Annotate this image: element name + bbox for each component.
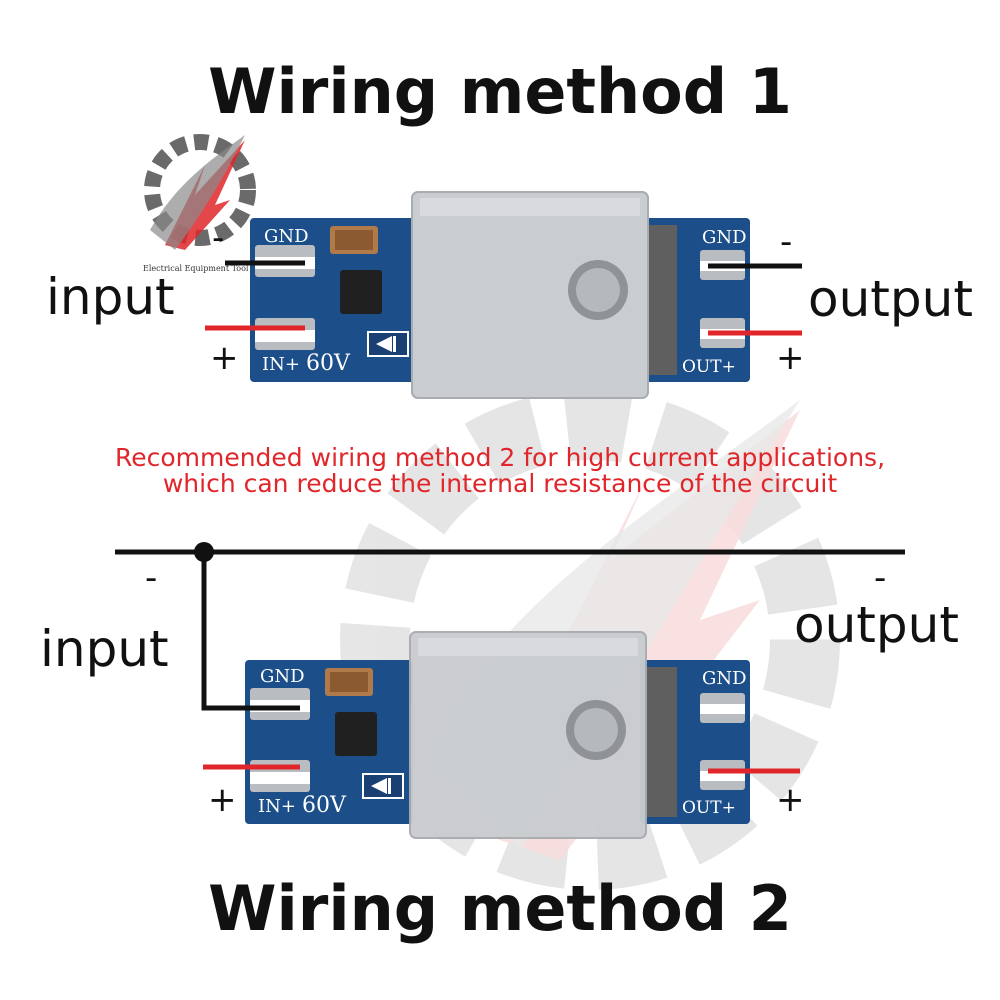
minus-left-2: - <box>145 558 158 598</box>
heatsink <box>411 191 649 399</box>
brand-logo-icon <box>144 134 256 250</box>
plus-left-2: + <box>208 780 237 820</box>
plus-left-1: + <box>210 338 239 378</box>
minus-right-2: - <box>874 558 887 598</box>
minus-right-1: - <box>780 222 793 262</box>
in-plus-label: IN+ <box>258 796 296 817</box>
plus-right-2: + <box>776 780 805 820</box>
title-method-1: Wiring method 1 <box>208 55 792 128</box>
input-label-2: input <box>40 620 169 678</box>
title-method-2: Wiring method 2 <box>208 872 792 945</box>
gnd-label-right: GND <box>702 227 747 248</box>
gnd-label-left: GND <box>264 226 309 247</box>
voltage-label: 60V <box>302 793 347 818</box>
brand-logo-text: Electrical Equipment Tool <box>143 264 249 273</box>
voltage-label: 60V <box>306 351 351 376</box>
recommendation-note-line-1: Recommended wiring method 2 for high cur… <box>114 443 886 472</box>
recommendation-note-line-2: which can reduce the internal resistance… <box>162 469 838 498</box>
in-plus-label: IN+ <box>262 354 300 375</box>
minus-left-1: - <box>212 218 225 258</box>
heatsink <box>409 631 647 839</box>
gnd-label-right: GND <box>702 668 747 689</box>
output-label-2: output <box>794 596 959 654</box>
negative-wire-in-2 <box>201 552 300 711</box>
out-plus-label: OUT+ <box>682 798 736 818</box>
out-plus-label: OUT+ <box>682 357 736 377</box>
plus-right-1: + <box>776 338 805 378</box>
gnd-label-left: GND <box>260 666 305 687</box>
converter-board-top: GND IN+ 60V GND OUT+ <box>250 191 750 399</box>
input-label-1: input <box>46 268 175 326</box>
output-label-1: output <box>808 270 973 328</box>
converter-board-bottom: GND IN+ 60V GND OUT+ <box>245 631 750 839</box>
